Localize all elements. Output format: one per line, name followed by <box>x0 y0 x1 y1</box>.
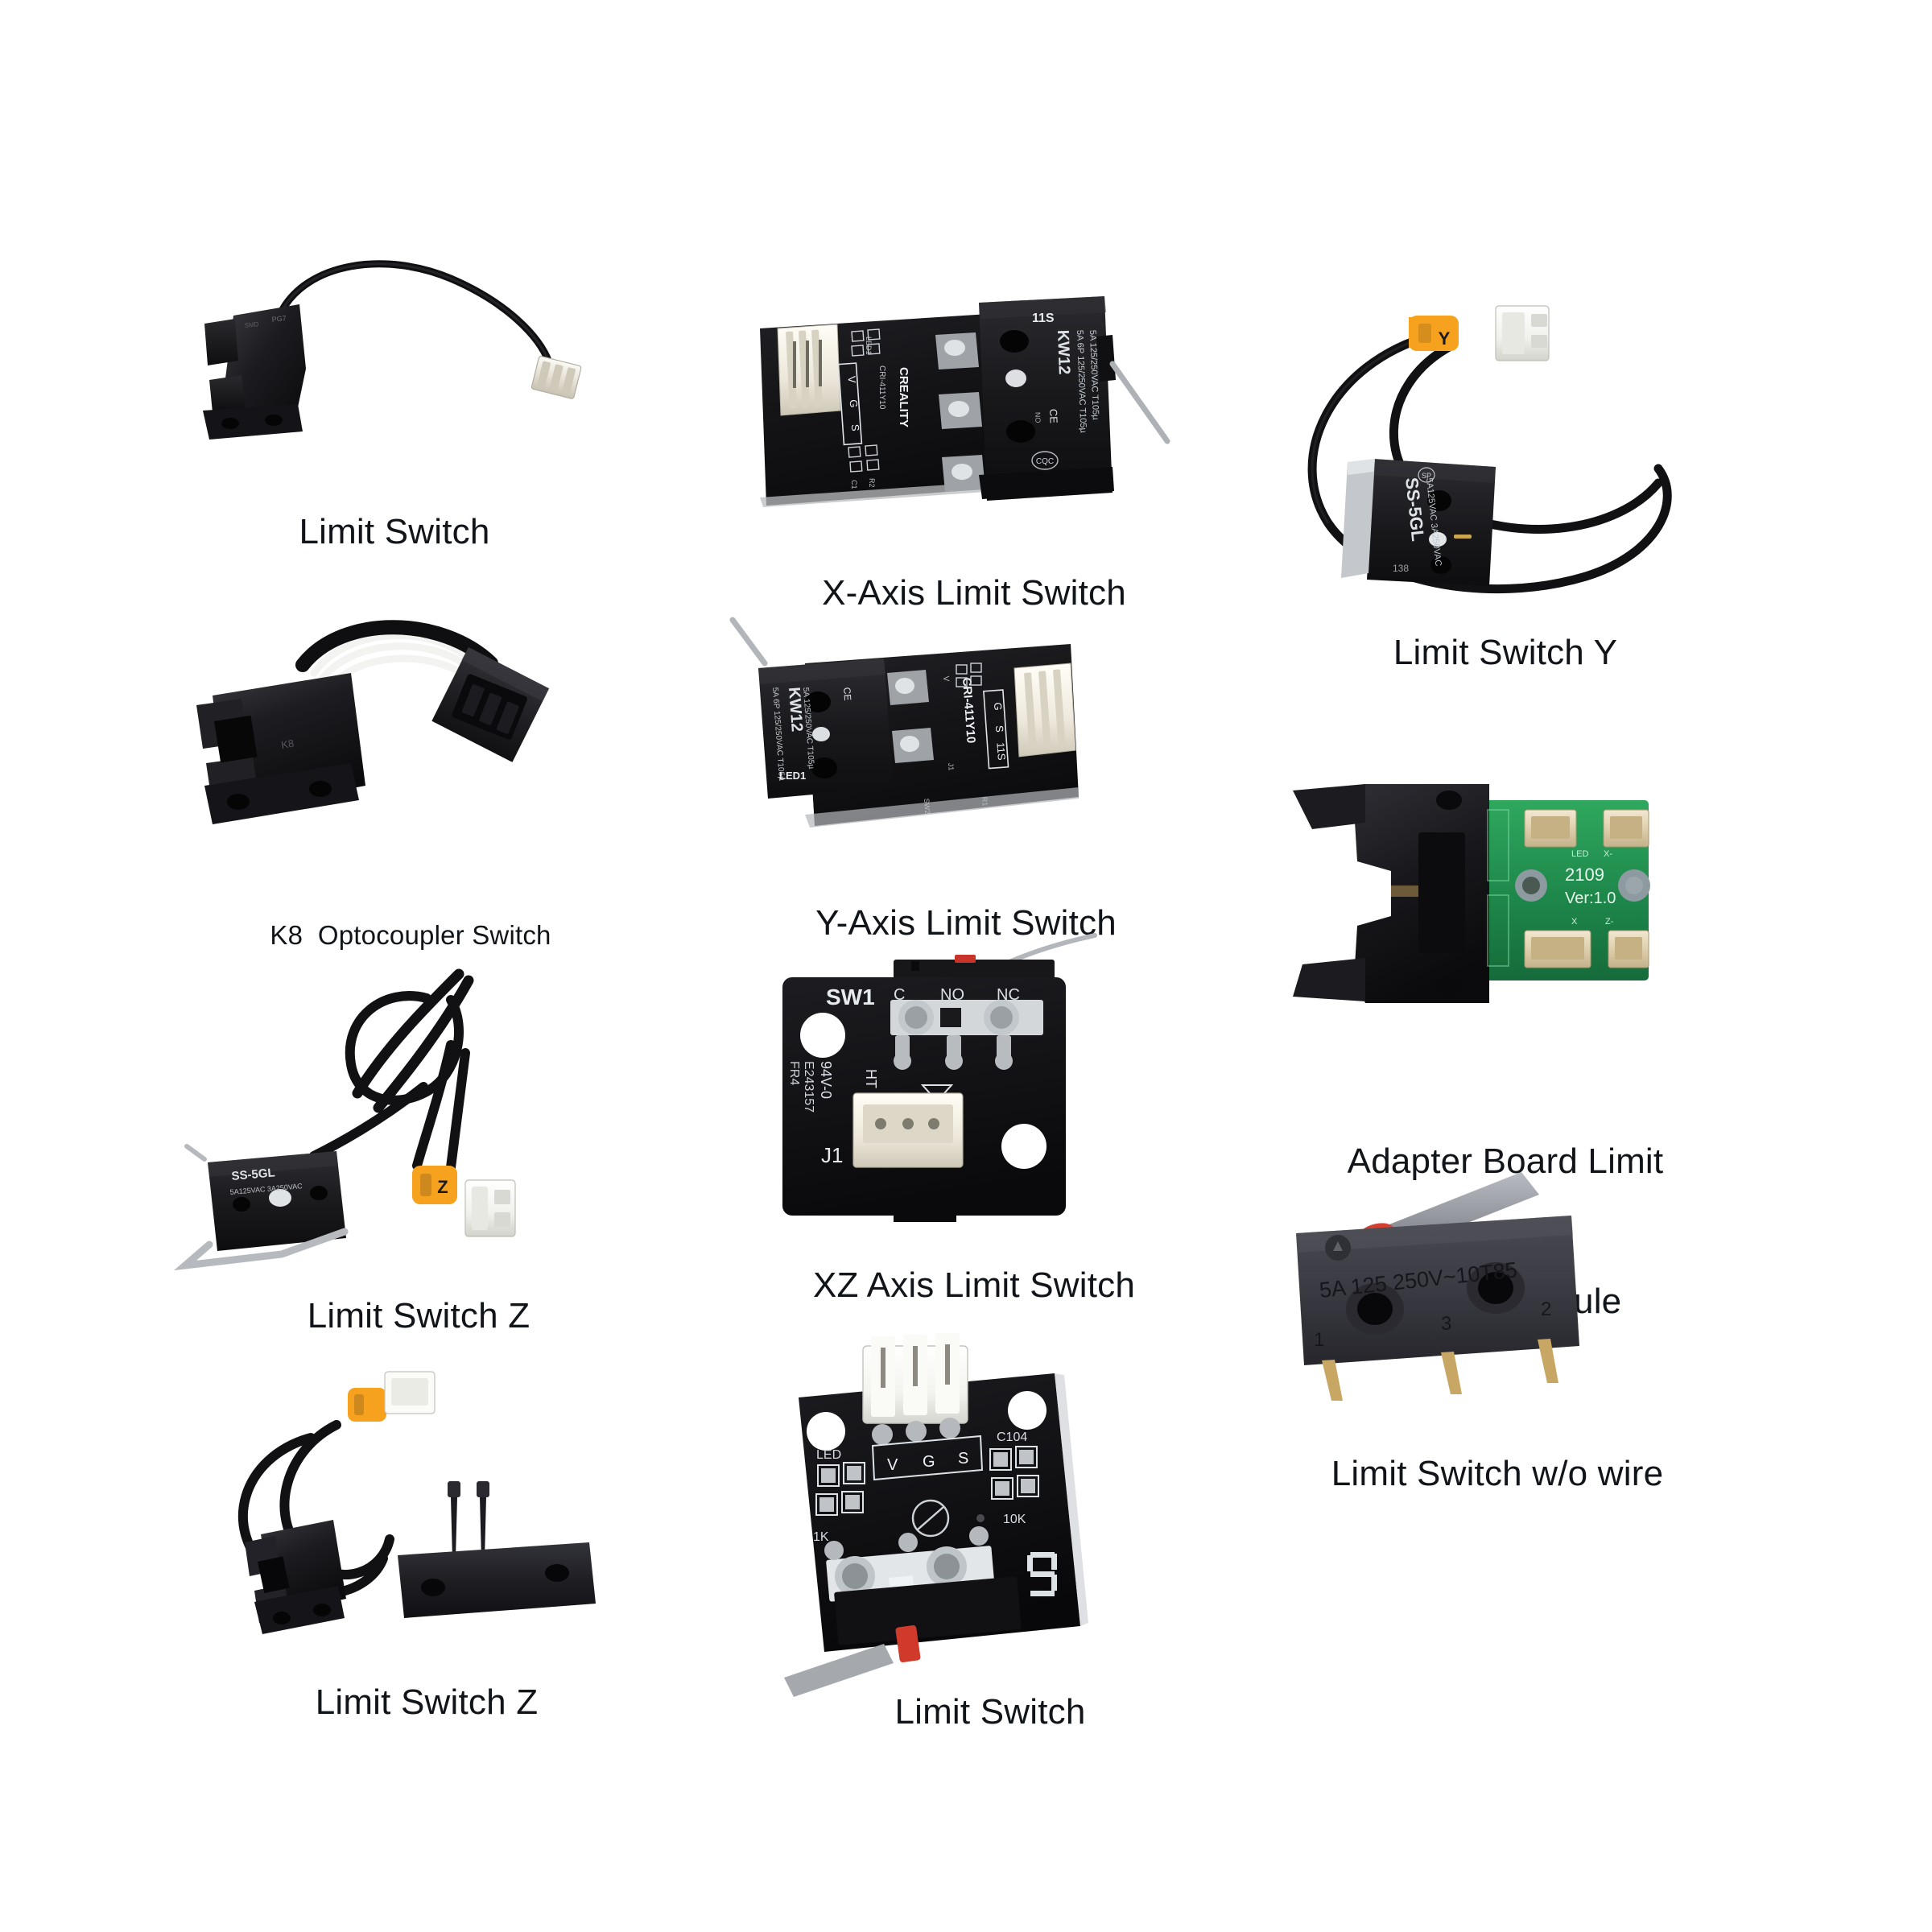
marking-sp: SP <box>1422 472 1431 480</box>
silk-xz-e243157: E243157 <box>802 1061 815 1113</box>
product-card-x-axis-limit-switch: V G S CRI-411Y10 CREALITY LED1 C1 R2 <box>749 290 1199 628</box>
caption-limit-switch-board: Limit Switch <box>894 1692 1086 1732</box>
silk-label-r2: R2 <box>868 478 876 488</box>
marking-wire-label-z: Z <box>437 1177 448 1197</box>
silk-xz-no: NO <box>940 986 964 1004</box>
silk-y-sw2: J1 <box>947 762 956 770</box>
silk-adapter-x: X <box>1571 917 1578 927</box>
marking-pin-1: 1 <box>1314 1329 1324 1351</box>
silk-y-r1: SW2 <box>923 798 931 814</box>
marking-y-kw12: KW12 <box>785 687 806 733</box>
silk-xz-ht: HT <box>863 1069 879 1088</box>
product-photo-limit-switch-wo-wire: 5A 125 250V~10T85 1 3 2 <box>1272 1159 1723 1401</box>
caption-k8-optocoupler-switch: K8 Optocoupler Switch <box>270 920 551 950</box>
silk-label-part-number: CRI-411Y10 <box>877 365 886 410</box>
product-card-limit-switch-z-optical: Limit Switch Z <box>193 1368 660 1771</box>
marking-pin-3: 3 <box>1441 1313 1451 1335</box>
caption-limit-switch-z-optical: Limit Switch Z <box>315 1682 539 1722</box>
marking-z-ss5gl: SS-5GL <box>231 1166 275 1183</box>
silk-adapter-xminus: X- <box>1604 849 1612 859</box>
product-card-limit-switch-optical: PG7 SMD Limit Switch <box>185 260 604 572</box>
silk-xz-94v0: 94V-0 <box>818 1061 834 1099</box>
caption-limit-switch-y: Limit Switch Y <box>1393 633 1618 672</box>
marking-y-ce: CE <box>841 687 853 701</box>
marking-no: NO <box>1034 412 1042 423</box>
product-card-xz-axis-limit-switch: SW1 C NO NC 94V-0 E243157 FR4 HT J1 <box>773 933 1175 1305</box>
product-card-k8-optocoupler-switch: K8 K8 Optocoupler Switch <box>185 620 636 966</box>
silk-y-s: 11S <box>994 742 1008 761</box>
marking-ce: CE <box>1047 409 1060 424</box>
silk-xz-nc: NC <box>997 986 1020 1004</box>
silk-label-v: V <box>846 376 859 384</box>
product-photo-adapter-board-limit-switch-module: 2109 Ver:1.0 LED X- X Z- <box>1288 773 1723 1014</box>
product-photo-limit-switch-board: V G S LED C104 1K 10K <box>784 1333 1191 1697</box>
silk-adapter-led: LED <box>1571 849 1588 859</box>
silk-e-10k: 10K <box>1003 1513 1026 1526</box>
product-photo-limit-switch-optical: PG7 SMD <box>185 260 604 475</box>
product-card-y-axis-limit-switch: KW12 5A 6P 125/250VAC T105µ 5A 125/250VA… <box>729 617 1191 966</box>
caption-line-1: Adapter Board Limit <box>1347 1141 1664 1182</box>
caption-limit-switch-z-harness: Limit Switch Z <box>307 1296 530 1335</box>
silk-xz-c: C <box>894 986 905 1004</box>
silk-label-g: G <box>848 399 861 408</box>
caption-y-axis-limit-switch: Y-Axis Limit Switch <box>815 903 1117 943</box>
silk-e-s: S <box>958 1450 968 1468</box>
product-card-limit-switch-z-harness: SS-5GL 5A125VAC 3A250VAC Z <box>174 950 652 1368</box>
marking-smd: SMD <box>244 320 259 329</box>
silk-adapter-ver: Ver:1.0 <box>1565 890 1616 907</box>
silk-xz-j1: J1 <box>821 1143 843 1167</box>
marking-pg7: PG7 <box>271 314 287 324</box>
product-card-adapter-board-limit-switch-module: 2109 Ver:1.0 LED X- X Z- Adapter Board L… <box>1288 773 1723 1321</box>
switch-lever <box>729 617 768 667</box>
product-photo-xz-axis-limit-switch: SW1 C NO NC 94V-0 E243157 FR4 HT J1 <box>773 933 1175 1232</box>
silk-label-s: S <box>849 423 862 431</box>
marking-cqc: CQC <box>1036 457 1054 466</box>
product-card-limit-switch-y: Y <box>1280 290 1731 672</box>
silk-y-led1: R1 <box>980 796 989 806</box>
silk-label-brand: CREALITY <box>897 367 910 427</box>
product-photo-limit-switch-z-optical <box>193 1368 660 1658</box>
product-photo-y-axis-limit-switch: KW12 5A 6P 125/250VAC T105µ 5A 125/250VA… <box>729 617 1191 861</box>
product-card-limit-switch-wo-wire: 5A 125 250V~10T85 1 3 2 Limit Switch w/o… <box>1272 1159 1723 1497</box>
silk-adapter-date: 2109 <box>1565 865 1604 885</box>
silk-e-v: V <box>887 1456 898 1474</box>
silk-e-led: LED <box>816 1448 841 1462</box>
silk-e-g: G <box>923 1453 935 1471</box>
marking-y-11s: LED1 <box>779 770 806 782</box>
silk-y-v: G <box>992 702 1005 711</box>
product-card-limit-switch-board: V G S LED C104 1K 10K <box>784 1333 1191 1771</box>
switch-lever <box>1109 361 1170 444</box>
product-photo-x-axis-limit-switch: V G S CRI-411Y10 CREALITY LED1 C1 R2 <box>749 290 1199 531</box>
caption-xz-axis-limit-switch: XZ Axis Limit Switch <box>812 1265 1136 1305</box>
marking-k8: K8 <box>280 737 295 751</box>
silk-e-1k: 1K <box>813 1530 829 1544</box>
silk-y-brand: CRI-411Y10 <box>960 677 978 744</box>
marking-11s: 11S <box>1032 312 1055 325</box>
marking-rating-1: 5A 6P 125/250VAC T105µ <box>1075 330 1088 434</box>
silk-xz-fr4: FR4 <box>787 1061 801 1085</box>
silk-adapter-zminus: Z- <box>1605 917 1614 927</box>
product-photo-k8-optocoupler-switch: K8 <box>185 620 636 869</box>
marking-138: 138 <box>1393 563 1409 574</box>
caption-limit-switch-wo-wire: Limit Switch w/o wire <box>1331 1454 1664 1493</box>
silk-e-c104: C104 <box>997 1430 1027 1444</box>
marking-kw12: KW12 <box>1054 329 1073 374</box>
product-photo-limit-switch-z-harness: SS-5GL 5A125VAC 3A250VAC Z <box>174 950 652 1272</box>
marking-pin-2: 2 <box>1541 1298 1551 1320</box>
product-photo-limit-switch-y: Y <box>1280 290 1731 612</box>
caption-limit-switch-optical: Limit Switch <box>299 512 490 551</box>
silk-y-partnum: V <box>941 675 950 682</box>
caption-x-axis-limit-switch: X-Axis Limit Switch <box>822 573 1126 613</box>
marking-rating-2: 5A 125/250VAC T105µ <box>1088 330 1100 421</box>
silk-xz-sw1: SW1 <box>826 985 875 1009</box>
silk-y-g: S <box>993 725 1006 733</box>
marking-wire-label-y: Y <box>1439 328 1451 349</box>
silk-label-c1: C1 <box>850 480 858 489</box>
silk-label-led1: LED1 <box>865 336 873 355</box>
